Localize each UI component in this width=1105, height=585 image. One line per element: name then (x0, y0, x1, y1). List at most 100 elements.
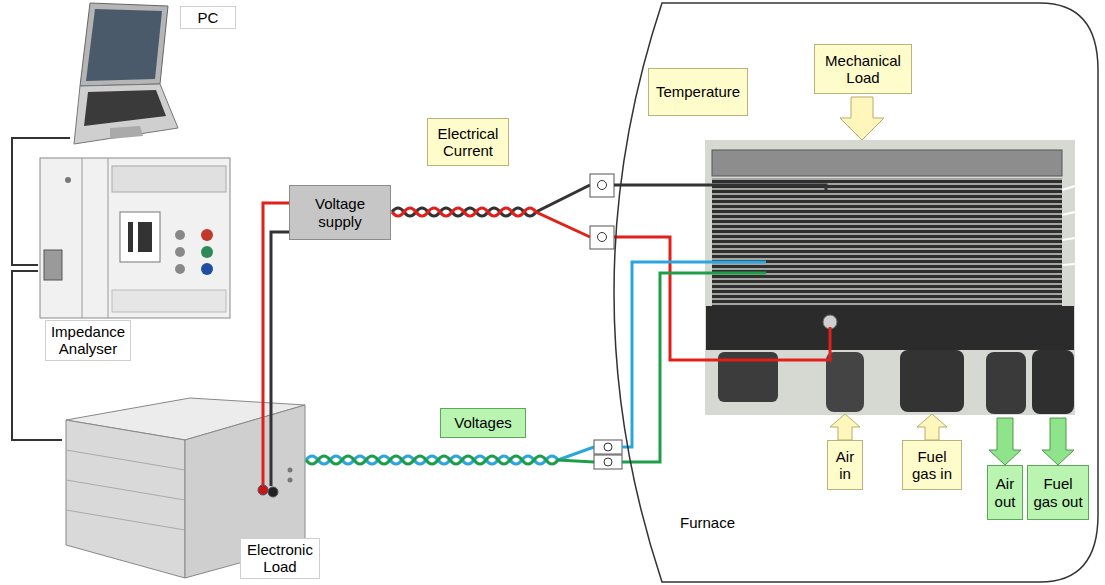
sensor-wire (1062, 186, 1075, 190)
load-arrow (840, 97, 884, 140)
laptop-picture (74, 3, 178, 144)
furnace-region: Furnace Temperature Mechanical LoadAir in F… (600, 0, 1105, 585)
node-text: Electronic Load (240, 538, 320, 579)
laptop-keyboard (84, 90, 166, 126)
sense-wire (306, 447, 594, 464)
analyser-picture (40, 158, 230, 318)
analyser-case (40, 158, 230, 318)
wall-feedthrough (594, 455, 622, 469)
wire (262, 392, 265, 486)
cable (12, 138, 70, 265)
feedthrough-pin (604, 458, 612, 466)
inlet-arrow (830, 414, 860, 440)
gas-pipe (986, 352, 1026, 414)
node-text: Air in (832, 448, 858, 483)
node-text: Furnace (680, 514, 735, 531)
module-strip (112, 166, 226, 192)
condition-box: Temperature (648, 68, 748, 116)
gas-pipe (1032, 350, 1074, 414)
outlet-box: Air out (987, 465, 1023, 520)
sense-wire (622, 262, 766, 447)
node-text: Temperature (656, 83, 740, 100)
module-foot (112, 290, 226, 312)
node-text: Voltage supply (294, 195, 386, 230)
load-device: Electronic Load (62, 392, 320, 583)
supply-box: Voltage supply (289, 185, 391, 240)
terminal (258, 485, 268, 495)
signal-box: Voltages (440, 408, 526, 438)
cable (263, 203, 289, 392)
module-divider (108, 158, 109, 318)
panel-socket (288, 468, 293, 473)
node-text: Voltages (454, 414, 512, 431)
panel-socket (175, 247, 185, 257)
stack-picture (705, 140, 1075, 415)
base-plate (706, 306, 1074, 350)
wall-feedthrough (590, 174, 614, 197)
terminal-bolt (823, 315, 837, 329)
panel-socket (201, 229, 213, 241)
sense-wire (622, 273, 766, 462)
node-text: Fuel gas in (907, 448, 957, 483)
feedthrough-pin (598, 181, 607, 190)
laptop-touchpad (110, 126, 143, 139)
node-text: Fuel gas out (1032, 475, 1084, 510)
cell-plates (712, 178, 1062, 306)
panel-screw (65, 177, 71, 183)
node-text: Impedance Analyser (45, 320, 131, 361)
current-wire (614, 237, 830, 360)
outlet-arrow (1042, 418, 1074, 465)
load-side (66, 420, 185, 578)
top-plate (712, 150, 1062, 176)
gas-pipe (900, 350, 964, 412)
panel-socket (288, 478, 293, 483)
logo-plate (120, 212, 160, 262)
furnace-wall (614, 3, 1098, 582)
module-divider (82, 158, 83, 318)
current-wire (392, 208, 590, 237)
inlet-arrow (917, 414, 947, 440)
panel-socket (175, 230, 185, 240)
sensor-wire (1062, 264, 1075, 265)
wire (270, 392, 273, 486)
sensor-wire (1062, 212, 1075, 215)
outlet-box: Fuel gas out (1027, 465, 1089, 520)
sensor-wire (1062, 238, 1075, 240)
laptop-lid (80, 3, 168, 86)
node-text: Air out (992, 475, 1018, 510)
photo-ground (705, 140, 1075, 415)
panel-socket (201, 246, 213, 258)
pc-device: PC (70, 2, 245, 148)
feedthrough-pin (598, 233, 607, 242)
wall-feedthrough (594, 440, 622, 454)
analyser-port (44, 250, 62, 280)
wall-feedthrough (590, 226, 614, 249)
signal-box: Electrical Current (427, 118, 509, 166)
gas-pipe (826, 352, 864, 412)
inlet-box: Air in (827, 440, 863, 490)
terminal (268, 487, 278, 497)
analyser-device: Impedance Analyser (38, 155, 233, 365)
load-groove (66, 510, 185, 530)
outlet-arrow (989, 418, 1021, 465)
current-wire (392, 185, 590, 216)
panel-socket (201, 263, 213, 275)
node-text: Electrical Current (432, 125, 504, 160)
load-groove (66, 480, 185, 500)
sense-wire (306, 456, 594, 464)
load-groove (66, 450, 185, 470)
logo-mark (138, 222, 152, 252)
current-wire (614, 185, 826, 190)
panel-socket (175, 264, 185, 274)
condition-box: Mechanical Load (814, 44, 912, 94)
laptop-screen (86, 9, 162, 81)
feedthrough-pin (604, 443, 612, 451)
logo-mark (128, 222, 133, 252)
node-text: PC (180, 6, 236, 29)
node-text: Mechanical Load (819, 52, 907, 87)
inlet-box: Fuel gas in (902, 440, 962, 490)
cable (271, 232, 289, 392)
